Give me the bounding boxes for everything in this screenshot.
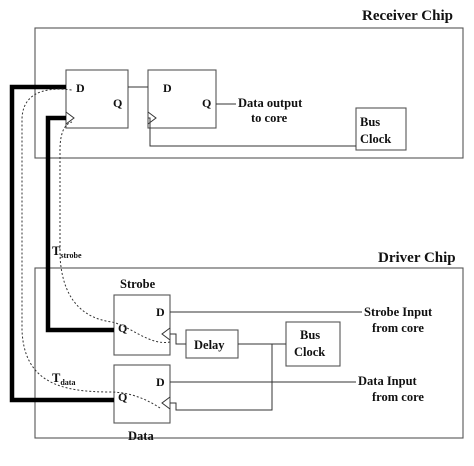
strobe-interconnect-line	[45, 115, 114, 333]
data-ff-clock-marker	[161, 396, 171, 410]
data-flipflop	[113, 364, 171, 424]
strobe-input-label-line1: Strobe Input	[364, 305, 433, 319]
driver-bus-clock-label-line1: Bus	[300, 328, 320, 342]
receiver-ff1-q-pin: Q	[113, 96, 122, 110]
strobe-ff-label: Strobe	[120, 277, 156, 291]
receiver-chip-box	[34, 27, 464, 159]
delay-to-strobe-clock-wire	[170, 333, 186, 345]
receiver-ff1-d-pin: D	[76, 81, 85, 95]
data-interconnect-line	[9, 84, 114, 403]
data-output-label-line2: to core	[251, 111, 288, 125]
data-ff-q-pin: Q	[118, 390, 127, 404]
driver-chip-title: Driver Chip	[378, 250, 456, 266]
data-input-label-line1: Data Input	[358, 374, 418, 388]
strobe-ff-clock-marker	[161, 327, 171, 341]
strobe-flipflop	[113, 294, 171, 356]
receiver-flipflop-2	[147, 69, 217, 129]
driver-bus-clock-label-line2: Clock	[294, 345, 325, 359]
strobe-timing-path	[59, 121, 171, 343]
strobe-ff-q-pin: Q	[118, 321, 127, 335]
driver-chip-box	[34, 267, 464, 439]
receiver-bus-clock-box	[355, 107, 407, 151]
receiver-ff2-clock-marker	[147, 111, 157, 125]
receiver-clock-wire	[148, 117, 356, 147]
receiver-ff1-clock-marker	[65, 111, 75, 125]
receiver-bus-clock-label-line2: Clock	[360, 132, 391, 146]
t-strobe-label: Tstrobe	[52, 244, 82, 260]
receiver-ff2-d-pin: D	[163, 81, 172, 95]
receiver-flipflop-1	[65, 69, 129, 129]
receiver-ff2-q-pin: Q	[202, 96, 211, 110]
clock-to-data-ff-wire	[170, 344, 273, 411]
data-ff-label: Data	[128, 429, 154, 443]
strobe-ff-d-pin: D	[156, 305, 165, 319]
t-data-label: Tdata	[52, 371, 75, 387]
data-ff-d-pin: D	[156, 375, 165, 389]
delay-label: Delay	[194, 338, 225, 352]
data-input-label-line2: from core	[372, 390, 424, 404]
receiver-chip-title: Receiver Chip	[362, 8, 453, 24]
data-timing-path	[21, 88, 161, 409]
data-output-label-line1: Data output	[238, 96, 303, 110]
receiver-bus-clock-label-line1: Bus	[360, 115, 380, 129]
strobe-input-label-line2: from core	[372, 321, 424, 335]
